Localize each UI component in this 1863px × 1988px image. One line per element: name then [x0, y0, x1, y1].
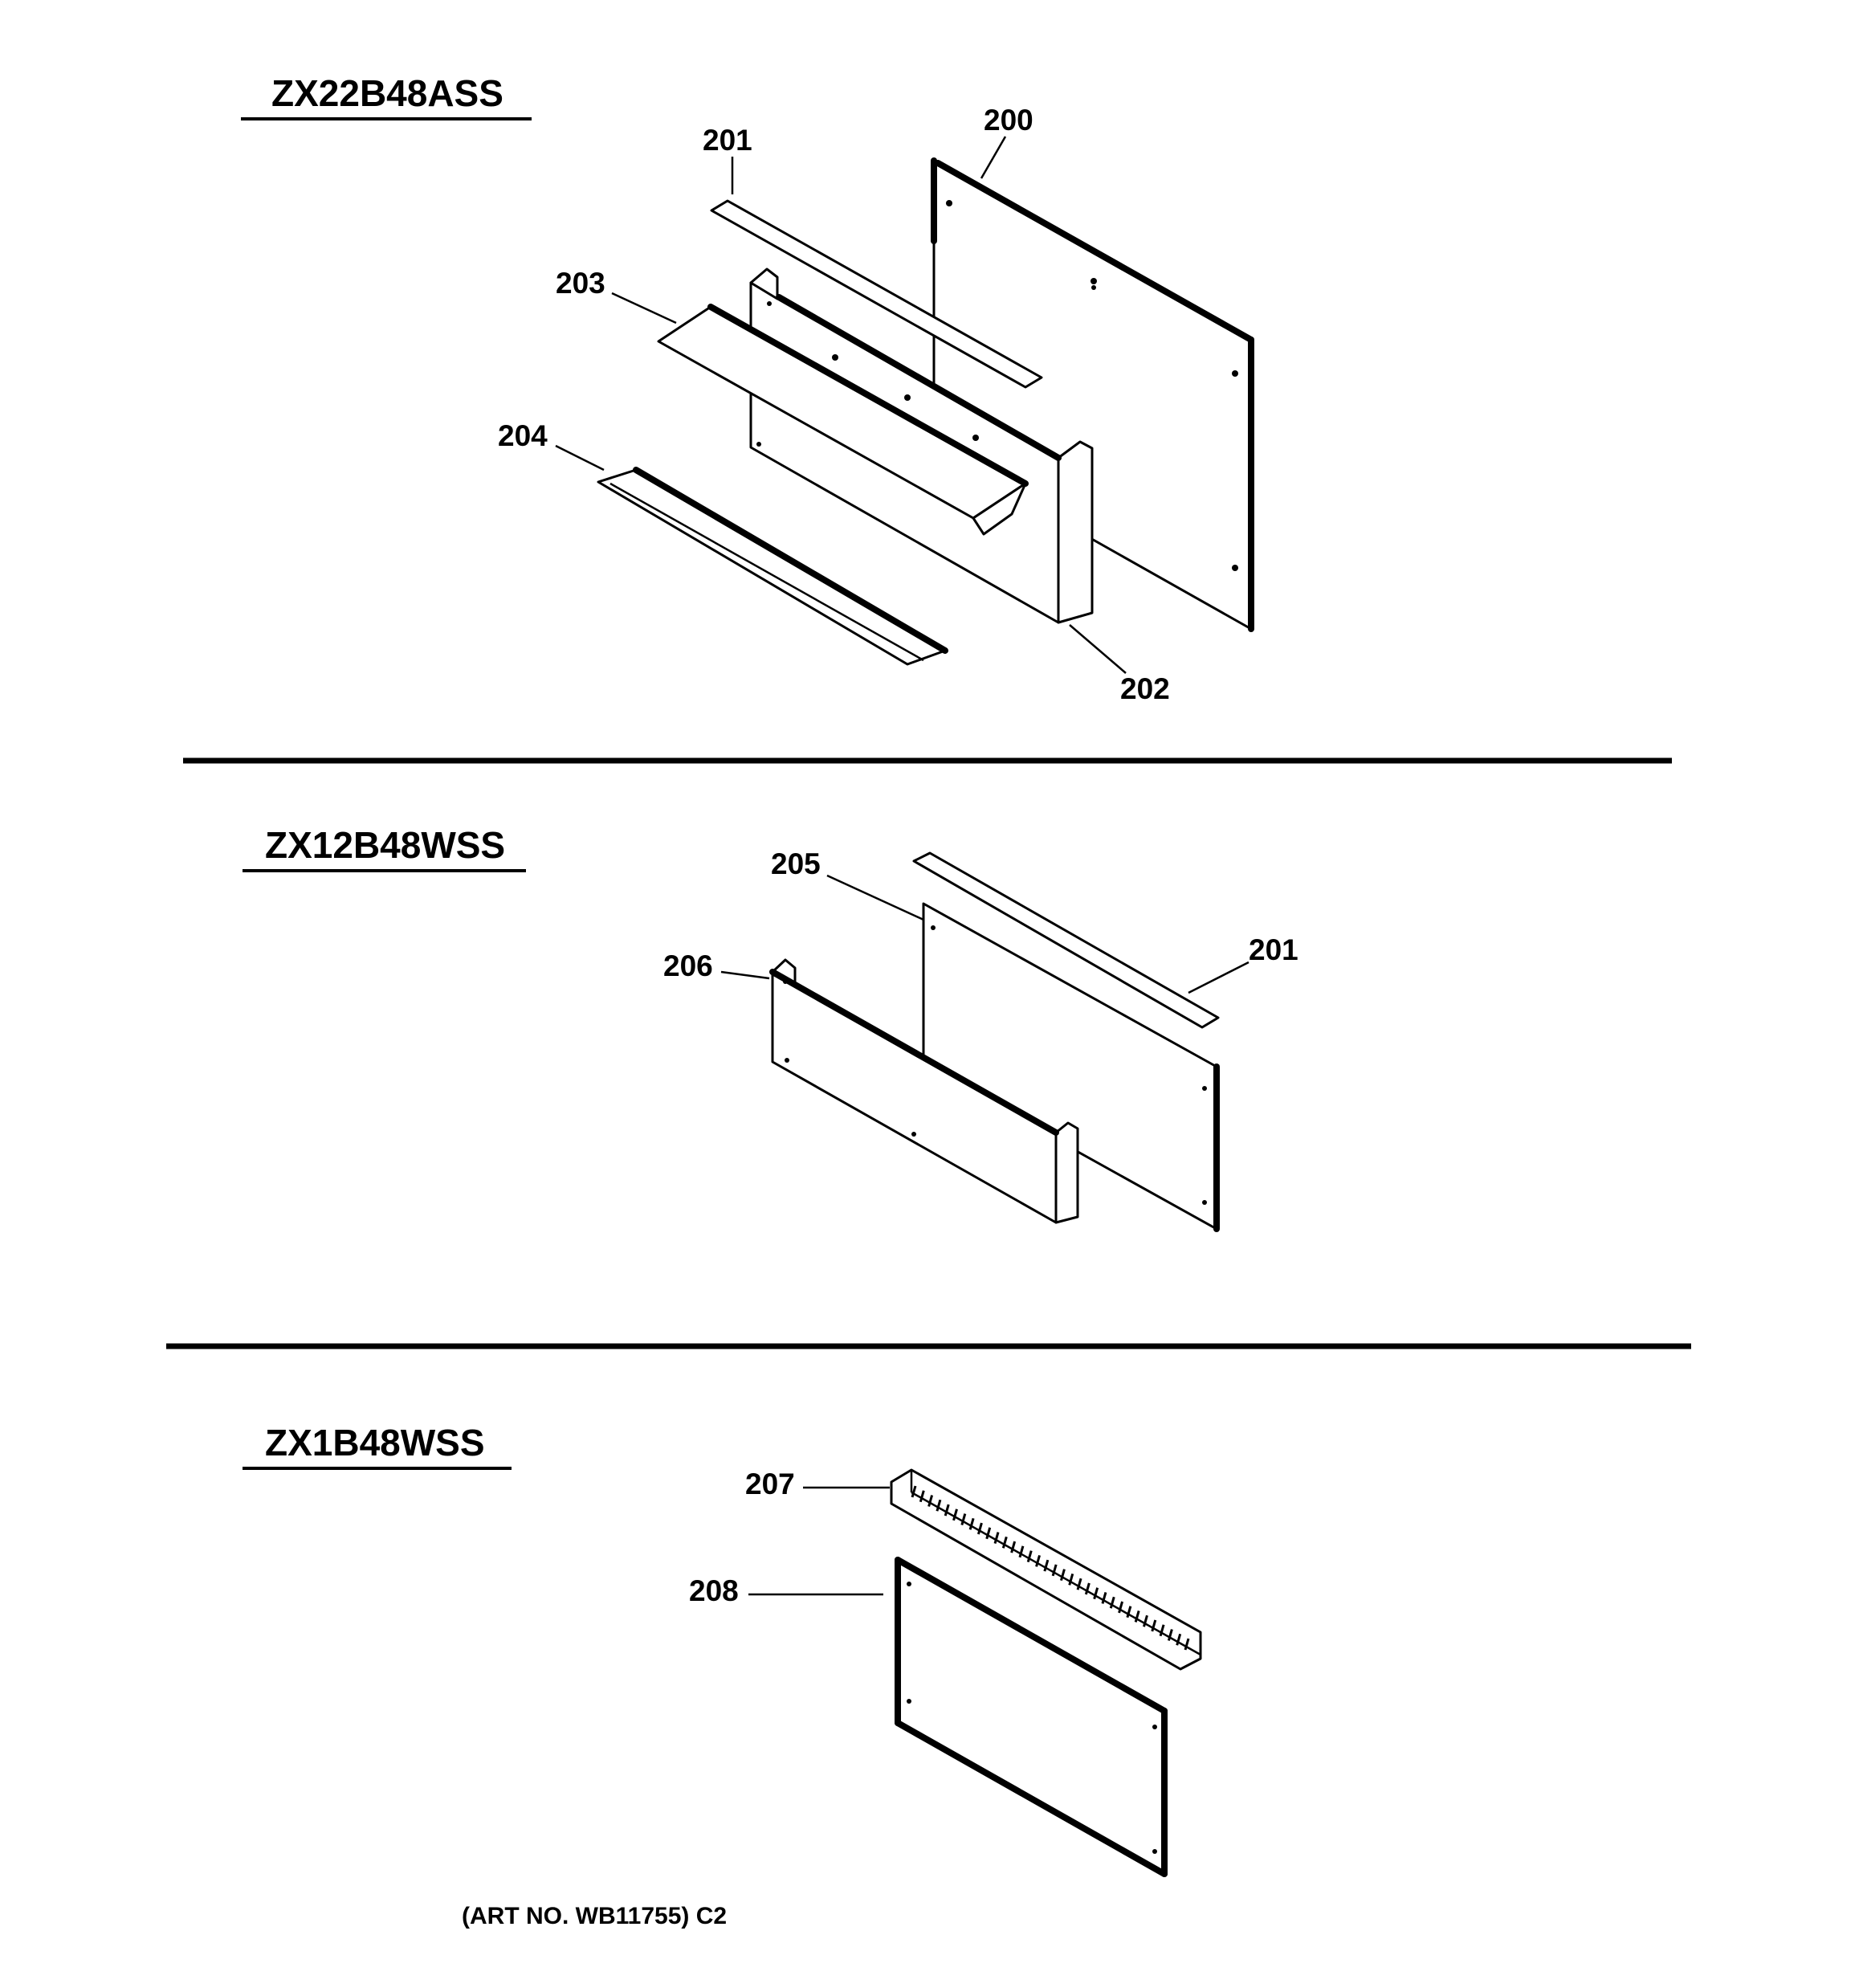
vent-slot: [1026, 1550, 1033, 1563]
vent-slot: [1176, 1633, 1182, 1646]
callout-label: 205: [771, 847, 821, 880]
part-204-bottom-strip: [597, 467, 948, 666]
vent-slot: [944, 1504, 950, 1517]
callout-206: 206: [663, 949, 770, 982]
vent-slot: [968, 1517, 975, 1530]
vent-slot: [1109, 1596, 1115, 1609]
vent-slot: [911, 1485, 917, 1498]
callout-label: 204: [498, 419, 548, 452]
vent-slot: [1068, 1573, 1074, 1586]
callout-label: 201: [1249, 933, 1298, 966]
model-title: ZX1B48WSS: [265, 1422, 485, 1463]
vent-slot: [919, 1490, 925, 1503]
vent-slot: [1126, 1606, 1132, 1619]
vent-slot: [1010, 1541, 1017, 1553]
part-208-panel: [895, 1557, 1168, 1877]
callout-207: 207: [745, 1468, 890, 1500]
vent-slot: [985, 1527, 992, 1540]
vent-slot: [1101, 1592, 1107, 1604]
vent-slot: [927, 1495, 934, 1507]
part-207-vent-grille: [890, 1468, 1202, 1671]
vent-slot: [993, 1532, 1000, 1544]
part-205-panel: [922, 902, 1220, 1232]
callout-label: 201: [703, 124, 752, 157]
vent-slot: [1151, 1619, 1157, 1632]
vent-slot: [1043, 1559, 1050, 1572]
part-200-back-panel: [931, 157, 1254, 632]
vent-slot: [1118, 1601, 1124, 1614]
callout-200: 200: [980, 104, 1033, 179]
vent-slot: [952, 1508, 958, 1521]
vent-slot: [1184, 1638, 1190, 1651]
vent-slot: [1143, 1614, 1148, 1627]
vent-slot: [1093, 1587, 1099, 1600]
vent-slot: [1060, 1569, 1066, 1582]
callout-label: 207: [745, 1468, 795, 1500]
callout-202: 202: [1069, 624, 1170, 705]
model-title: ZX12B48WSS: [265, 824, 505, 866]
part-206-lower-panel: [769, 958, 1079, 1224]
callout-201: 201: [1188, 933, 1298, 994]
art-number: (ART NO. WB11755) C2: [462, 1903, 727, 1929]
callout-201: 201: [703, 124, 752, 194]
vent-slot: [1035, 1554, 1041, 1567]
part-203-shelf: [657, 304, 1029, 536]
section-zx12b48wss: ZX12B48WSS 205 206: [243, 824, 1298, 1232]
section-zx1b48wss: ZX1B48WSS 207 208: [243, 1422, 1202, 1877]
model-title: ZX22B48ASS: [271, 72, 503, 114]
callout-label: 200: [984, 104, 1033, 137]
callout-204: 204: [498, 419, 605, 471]
callout-label: 202: [1120, 672, 1170, 705]
vent-slot: [960, 1513, 967, 1525]
vent-slot: [1167, 1629, 1173, 1641]
vent-slot: [1018, 1545, 1025, 1558]
callout-208: 208: [689, 1574, 883, 1607]
vent-slot: [936, 1499, 942, 1512]
callout-205: 205: [771, 847, 924, 921]
vent-slot: [976, 1522, 983, 1535]
part-201-trim-strip: [912, 851, 1220, 1029]
vent-slots: [911, 1485, 1190, 1651]
vent-slot: [1076, 1578, 1082, 1590]
part-201-trim-strip: [710, 199, 1043, 389]
vent-slot: [1134, 1610, 1140, 1623]
callout-label: 203: [556, 267, 605, 300]
callout-label: 208: [689, 1574, 739, 1607]
vent-slot: [1084, 1582, 1090, 1595]
callout-203: 203: [556, 267, 677, 325]
section-zx22b48ass: ZX22B48ASS: [241, 72, 1254, 705]
callout-label: 206: [663, 949, 713, 982]
vent-slot: [1159, 1624, 1165, 1637]
vent-slot: [1001, 1536, 1008, 1549]
vent-slot: [1051, 1564, 1058, 1577]
